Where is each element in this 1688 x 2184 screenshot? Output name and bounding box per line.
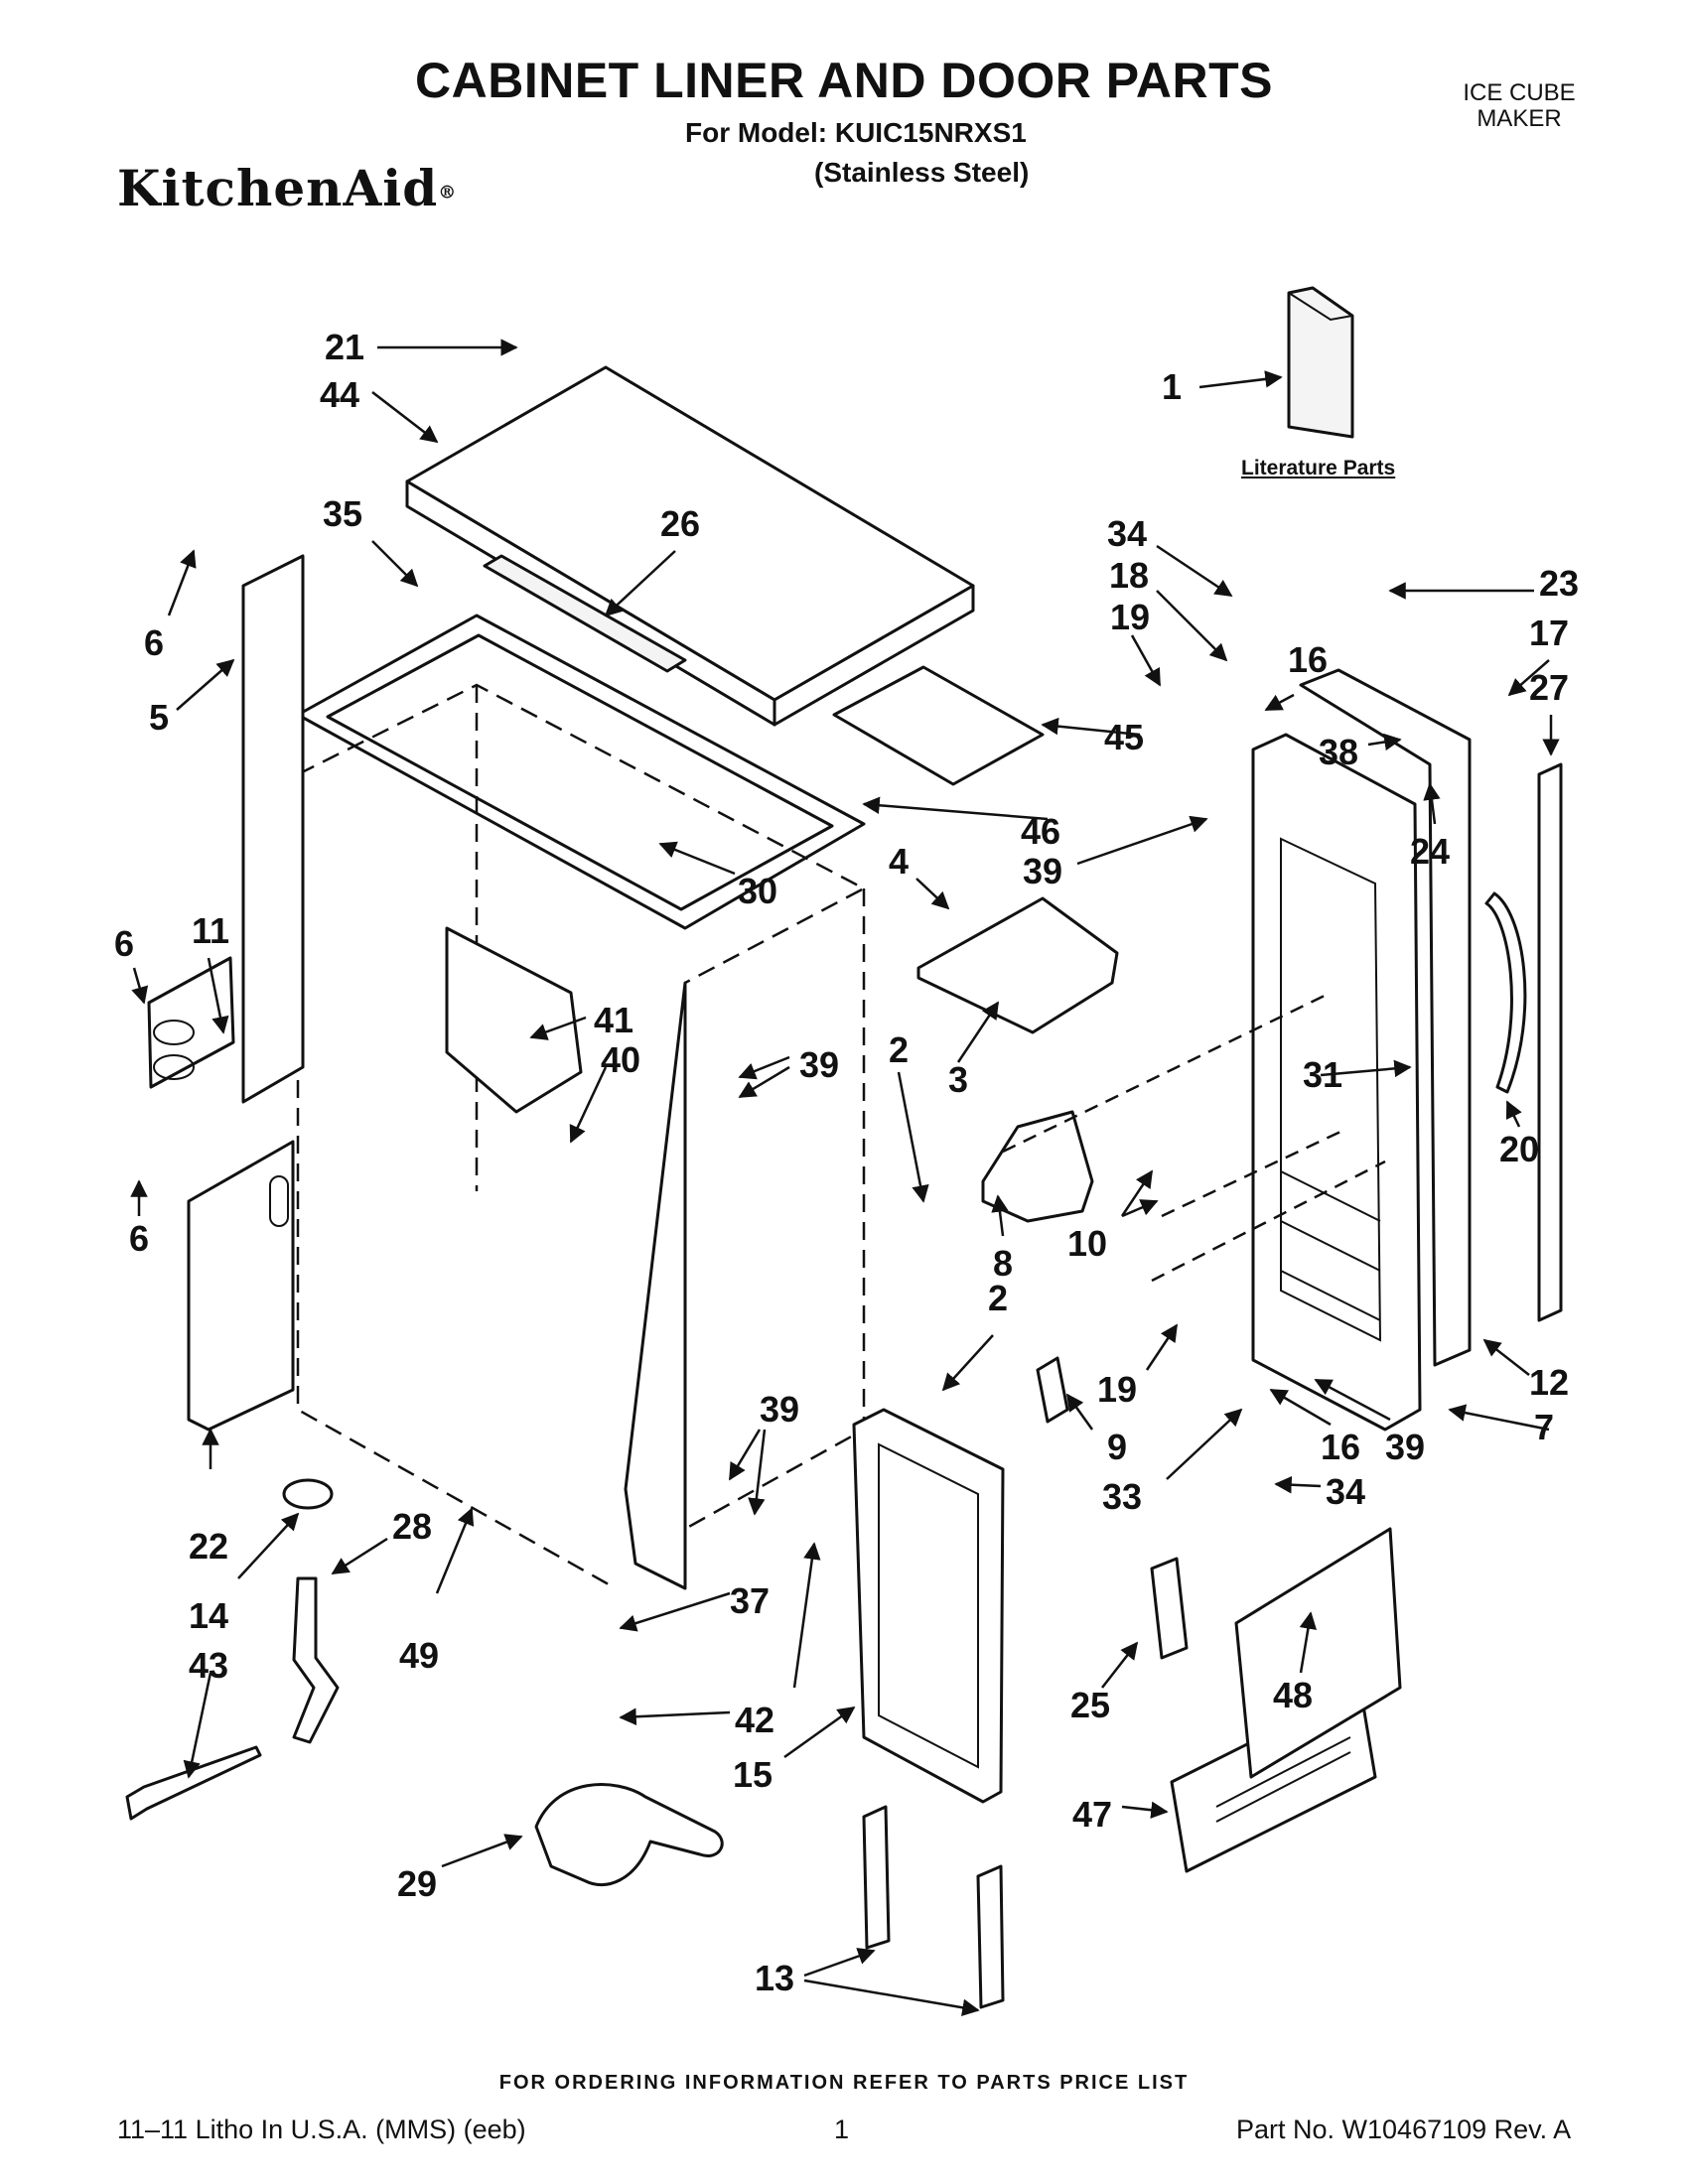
callout-42: 42 [735, 1700, 774, 1740]
callout-13: 13 [755, 1958, 794, 1998]
callout-39c: 39 [1385, 1427, 1425, 1467]
category-line-2: MAKER [1477, 105, 1562, 132]
callout-41: 41 [594, 1000, 633, 1040]
trim-strip-a [862, 1805, 891, 1950]
ice-deflector [916, 896, 1119, 1034]
callout-25: 25 [1070, 1685, 1110, 1725]
lower-side-panel [187, 1140, 295, 1432]
callout-numbers: 1 21 44 6 5 35 26 45 46 30 34 18 19 16 2… [114, 327, 1579, 1998]
callout-24: 24 [1410, 831, 1450, 872]
wire-cover [981, 1110, 1094, 1223]
drain-tube [292, 1576, 340, 1744]
registered-mark: ® [438, 182, 458, 204]
callout-34b: 34 [1326, 1471, 1365, 1512]
door-switch [1036, 1356, 1069, 1424]
callout-44: 44 [320, 374, 359, 415]
callout-16: 16 [1288, 639, 1328, 680]
callout-11: 11 [192, 910, 229, 951]
callout-2b: 2 [988, 1278, 1008, 1318]
callout-38: 38 [1319, 732, 1358, 772]
page-number: 1 [834, 2115, 850, 2144]
callout-4: 4 [889, 841, 909, 882]
callout-22: 22 [189, 1526, 228, 1567]
callout-9: 9 [1107, 1427, 1127, 1467]
callout-39b: 39 [799, 1044, 839, 1085]
model-number: For Model: KUIC15NRXS1 [685, 117, 1027, 148]
cable-tie [125, 1745, 262, 1821]
callout-7: 7 [1534, 1407, 1554, 1447]
callout-47: 47 [1072, 1794, 1112, 1835]
part-number: Part No. W10467109 Rev. A [1236, 2115, 1572, 2144]
grille-bracket [1150, 1557, 1189, 1660]
callout-1: 1 [1162, 366, 1182, 407]
callout-39: 39 [1023, 851, 1062, 891]
callout-30: 30 [738, 871, 777, 911]
callout-17: 17 [1529, 613, 1569, 653]
leader-lines [130, 339, 1560, 2016]
callout-14: 14 [189, 1595, 228, 1636]
callout-3: 3 [948, 1059, 968, 1100]
door-assembly [1251, 733, 1422, 1432]
left-side-panel [241, 554, 305, 1104]
callout-19b: 19 [1097, 1369, 1137, 1410]
gasket-strip [483, 554, 687, 673]
literature-parts-label: Literature Parts [1241, 457, 1396, 479]
callout-48: 48 [1273, 1675, 1313, 1715]
callout-16b: 16 [1321, 1427, 1360, 1467]
callout-18: 18 [1109, 555, 1149, 596]
finish-label: (Stainless Steel) [814, 157, 1030, 188]
callout-31: 31 [1303, 1054, 1342, 1095]
callout-12: 12 [1529, 1362, 1569, 1403]
ice-scoop [534, 1783, 724, 1887]
insulation-sheet [832, 665, 1045, 786]
callout-43: 43 [189, 1645, 228, 1686]
callout-39d: 39 [760, 1389, 799, 1430]
callout-23: 23 [1539, 563, 1579, 604]
callout-20: 20 [1499, 1129, 1539, 1169]
callout-5: 5 [149, 697, 169, 738]
inner-bracket [445, 926, 583, 1114]
callout-6b: 6 [114, 923, 134, 964]
hose-clamp [282, 1478, 334, 1510]
callout-15: 15 [733, 1754, 773, 1795]
callout-45: 45 [1104, 717, 1144, 757]
callout-26: 26 [660, 503, 700, 544]
callout-28: 28 [392, 1506, 432, 1547]
callout-10: 10 [1067, 1223, 1107, 1264]
top-cover-panel [405, 365, 975, 727]
litho-info: 11–11 Litho In U.S.A. (MMS) (eeb) [117, 2115, 526, 2144]
callout-33: 33 [1102, 1476, 1142, 1517]
brand-name: KitchenAid [117, 159, 439, 217]
callout-46: 46 [1021, 811, 1060, 852]
callout-34: 34 [1107, 513, 1147, 554]
ordering-note: FOR ORDERING INFORMATION REFER TO PARTS … [498, 2072, 1190, 2094]
rear-panel [1234, 1527, 1402, 1779]
callout-35: 35 [323, 493, 362, 534]
callout-21: 21 [325, 327, 364, 367]
callout-6: 6 [144, 622, 164, 663]
door-handle [1484, 891, 1527, 1094]
brand-logo: KitchenAid® [117, 159, 457, 217]
outer-door-panel [1299, 668, 1472, 1367]
door-frame [852, 1408, 1005, 1804]
callout-2: 2 [889, 1029, 909, 1070]
callout-6c: 6 [129, 1218, 149, 1259]
trim-strip-b [976, 1864, 1005, 2009]
callout-8: 8 [993, 1243, 1013, 1284]
door-gasket-strip [1537, 762, 1563, 1322]
callout-37: 37 [730, 1580, 770, 1621]
page-title: CABINET LINER AND DOOR PARTS [415, 53, 1273, 108]
literature-booklet [1287, 286, 1354, 439]
callout-19: 19 [1110, 597, 1150, 637]
category-line-1: ICE CUBE [1463, 79, 1576, 106]
callout-49: 49 [399, 1635, 439, 1676]
callout-29: 29 [397, 1863, 437, 1904]
callout-27: 27 [1529, 667, 1569, 708]
callout-40: 40 [601, 1039, 640, 1080]
